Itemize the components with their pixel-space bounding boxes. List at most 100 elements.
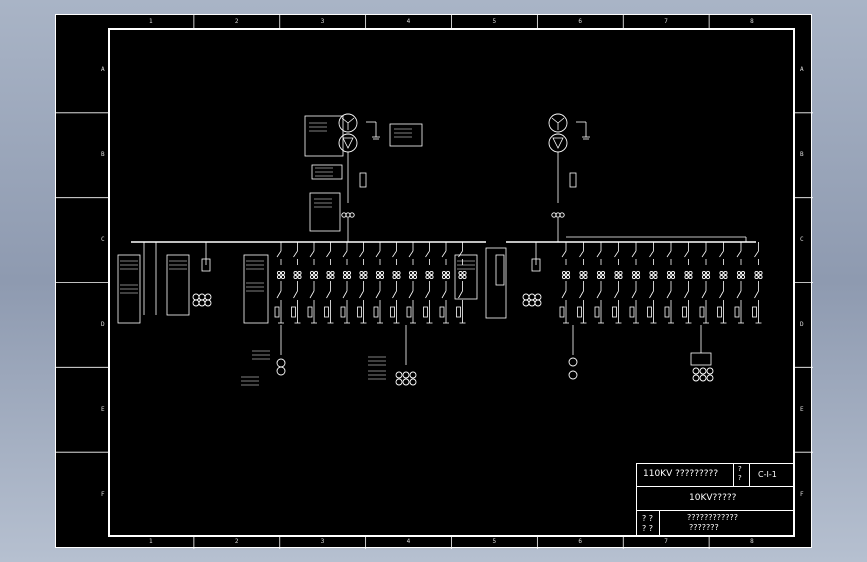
feeder-left-1 (276, 290, 282, 299)
feeder-right-9-arrester (699, 306, 705, 318)
right-zone-F: F (800, 490, 804, 498)
pt-2-winding (192, 299, 200, 307)
capacitor-bank (409, 371, 417, 379)
feeder-right-5 (631, 250, 637, 258)
feeder-left-4-arrester (324, 306, 329, 318)
label-a: ? ? (642, 514, 654, 523)
feeder-left-5-ct (346, 274, 352, 280)
left-zone-E: E (101, 405, 105, 413)
feeder-left-9-ct (412, 270, 418, 276)
feeder-right-9-ct (701, 274, 707, 280)
capacitor-bank (395, 371, 403, 379)
right-zone-D: D (800, 320, 804, 328)
aux-transformer-2 (568, 357, 578, 367)
feeder-left-2-ct (293, 274, 298, 280)
bottom-zone-4: 4 (406, 538, 411, 545)
feeder-left-2-ct (293, 270, 298, 276)
feeder-left-4-ct (330, 274, 335, 280)
single-line-diagram (56, 15, 813, 549)
feeder-left-6 (359, 290, 364, 299)
feeder-left-10-arrester (423, 306, 428, 318)
feeder-left-1-ct (276, 274, 282, 280)
pt-2-winding (198, 299, 206, 307)
feeder-left-1-arrester (274, 306, 280, 318)
top-zone-6: 6 (578, 18, 582, 25)
feeder-left-2 (293, 290, 298, 299)
pt-3-winding (522, 293, 530, 301)
feeder-right-11 (736, 250, 742, 258)
feeder-left-1-ct (276, 270, 282, 276)
pt-2-winding (192, 293, 200, 301)
top-zone-4: 4 (406, 18, 411, 25)
feeder-left-6-ct (359, 270, 364, 276)
feeder-right-1 (561, 250, 567, 258)
bottom-zone-6: 6 (578, 538, 582, 545)
feeder-right-11-arrester (734, 306, 740, 318)
feeder-left-2 (293, 250, 298, 258)
left-zone-F: F (101, 490, 105, 498)
top-zone-2: 2 (234, 18, 239, 25)
capacitor-bank-2 (692, 374, 700, 382)
feeder-left-4-ct (330, 270, 335, 276)
feeder-left-2-ct (297, 274, 302, 280)
transformer-2-wye (557, 117, 565, 124)
feeder-right-2-ct (583, 274, 588, 280)
feeder-right-12 (754, 250, 759, 258)
feeder-left-11-arrester (439, 306, 445, 318)
drawing-number: C-I-1 (758, 470, 777, 479)
transformer-2-delta (552, 137, 564, 149)
sheet-ratio-top: ? (738, 465, 742, 473)
feeder-right-7-ct (670, 274, 676, 280)
feeder-right-6-arrester (647, 306, 652, 318)
feeder-left-3-arrester (307, 306, 313, 318)
feeder-right-3-ct (596, 270, 602, 276)
bottom-zone-8: 8 (750, 538, 754, 545)
feeder-right-5-arrester (629, 306, 635, 318)
feeder-right-2 (579, 250, 584, 258)
feeder-left-12 (458, 250, 463, 258)
transformer-1-ct (349, 212, 355, 218)
feeder-right-12-ct (758, 270, 763, 276)
feeder-left-11-ct (445, 270, 451, 276)
left-zone-C: C (101, 236, 105, 244)
bottom-zone-5: 5 (492, 538, 497, 545)
feeder-left-7 (375, 290, 381, 299)
feeder-right-7 (666, 290, 672, 299)
feeder-right-10-ct (723, 270, 728, 276)
feeder-left-7-arrester (373, 306, 379, 318)
feeder-left-12-ct (458, 274, 463, 280)
feeder-right-12-arrester (752, 306, 757, 318)
feeder-right-2 (579, 290, 584, 299)
feeder-right-1-ct (565, 274, 571, 280)
capacitor-bank-2 (699, 367, 707, 375)
feeder-left-4-ct (326, 270, 331, 276)
feeder-left-7-ct (379, 270, 385, 276)
top-zone-3: 3 (320, 18, 325, 25)
capacitor-bank (402, 378, 410, 386)
feeder-right-5-ct (635, 274, 641, 280)
feeder-left-11-ct (445, 274, 451, 280)
feeder-right-9-ct (705, 270, 711, 276)
feeder-right-5 (631, 290, 637, 299)
feeder-left-4 (326, 290, 331, 299)
feeder-left-8-ct (396, 274, 401, 280)
feeder-right-7-ct (666, 274, 672, 280)
feeder-right-12-ct (754, 274, 759, 280)
feeder-right-2-ct (579, 270, 584, 276)
feeder-right-6-ct (653, 274, 658, 280)
feeder-right-10 (719, 250, 724, 258)
feeder-left-8 (392, 290, 397, 299)
feeder-right-10 (719, 290, 724, 299)
desc-line-2: ??????? (689, 523, 719, 532)
right-zone-E: E (800, 405, 804, 413)
capacitor-bank-2 (706, 367, 714, 375)
feeder-left-5-arrester (340, 306, 346, 318)
feeder-left-5 (342, 290, 348, 299)
feeder-right-8 (684, 290, 689, 299)
right-zone-B: B (800, 151, 804, 159)
feeder-right-8-ct (684, 274, 689, 280)
feeder-right-7 (666, 250, 672, 258)
feeder-right-11-ct (740, 270, 746, 276)
pt-2-winding (198, 293, 206, 301)
right-zone-A: A (800, 66, 804, 74)
